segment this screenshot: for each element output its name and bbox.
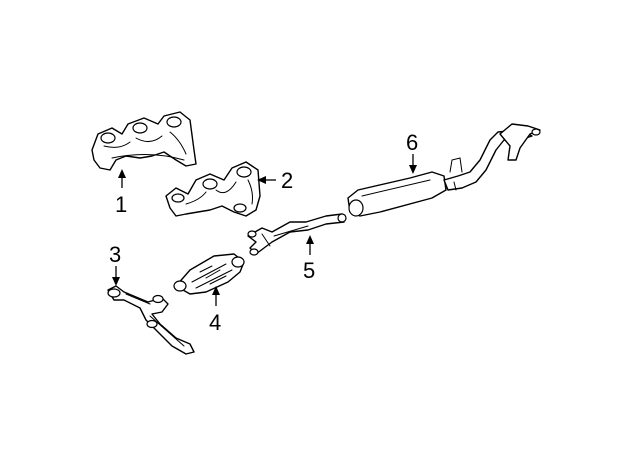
exhaust-manifold-left[interactable] — [91, 111, 197, 171]
callout-number: 4 — [209, 310, 221, 335]
callout-2: 2 — [257, 168, 293, 193]
callout-number: 6 — [406, 130, 418, 155]
callout-4: 4 — [209, 286, 221, 335]
callout-1: 1 — [115, 169, 127, 217]
exhaust-manifold-right[interactable] — [165, 161, 261, 217]
callout-number: 5 — [303, 258, 315, 283]
callout-number: 2 — [281, 168, 293, 193]
callout-number: 1 — [115, 192, 127, 217]
callout-5: 5 — [303, 235, 315, 283]
callout-number: 3 — [109, 242, 121, 267]
intermediate-pipe[interactable] — [247, 213, 347, 256]
muffler-assembly[interactable] — [347, 123, 541, 217]
catalytic-converter[interactable] — [173, 253, 245, 295]
callout-6: 6 — [406, 130, 418, 174]
crossover-pipe[interactable] — [107, 285, 195, 355]
callout-3: 3 — [109, 242, 121, 286]
